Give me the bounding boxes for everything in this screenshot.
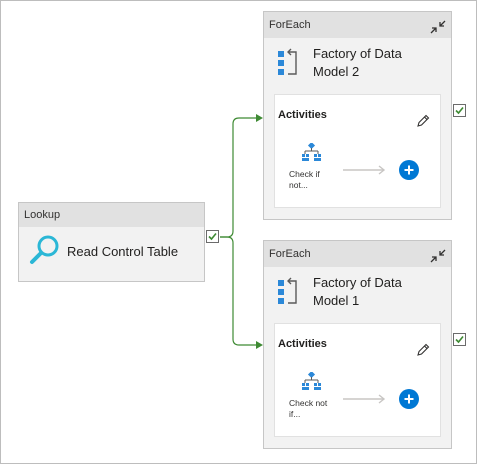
activity-type-label: ForEach [269, 248, 311, 260]
foreach-name: Factory of Data Model 2 [313, 46, 402, 79]
plus-icon [404, 394, 414, 404]
sub-activity-name[interactable]: Check if not... [289, 169, 320, 190]
add-activity-button[interactable] [399, 389, 419, 409]
add-activity-button[interactable] [399, 160, 419, 180]
arrow-right-icon [343, 391, 387, 409]
activities-label: Activities [278, 109, 327, 121]
foreach-header: ForEach [264, 241, 451, 267]
pencil-icon[interactable] [416, 343, 430, 362]
foreach-activity-model-2[interactable]: ForEach Factory of Data Model 2 Activit [263, 11, 452, 220]
foreach-header: ForEach [264, 12, 451, 38]
foreach-activity-model-1[interactable]: ForEach Factory of Data Model 1 Activit [263, 240, 452, 449]
collapse-icon[interactable] [430, 247, 446, 273]
arrow-right-icon [343, 162, 387, 180]
activities-label: Activities [278, 338, 327, 350]
lookup-activity[interactable]: Lookup Read Control Table [18, 202, 205, 282]
checkmark-icon [455, 106, 464, 115]
checkmark-icon [208, 232, 217, 241]
sub-activity-name[interactable]: Check not if... [289, 398, 328, 419]
checkmark-icon [455, 335, 464, 344]
pencil-icon[interactable] [416, 114, 430, 133]
if-condition-icon [301, 141, 323, 170]
activities-container[interactable]: Activities [274, 94, 441, 208]
foreach-icon [277, 277, 299, 312]
activity-type-label: Lookup [19, 203, 204, 227]
foreach-1-success-output[interactable] [453, 104, 466, 117]
collapse-icon[interactable] [430, 18, 446, 44]
foreach-icon [277, 48, 299, 83]
if-condition-icon [301, 370, 323, 399]
activities-container[interactable]: Activities [274, 323, 441, 437]
activity-name: Read Control Table [67, 244, 179, 259]
foreach-2-success-output[interactable] [453, 333, 466, 346]
activity-type-label: ForEach [269, 19, 311, 31]
plus-icon [404, 165, 414, 175]
lookup-success-output[interactable] [206, 230, 219, 243]
search-icon [28, 233, 62, 272]
foreach-name: Factory of Data Model 1 [313, 275, 402, 308]
